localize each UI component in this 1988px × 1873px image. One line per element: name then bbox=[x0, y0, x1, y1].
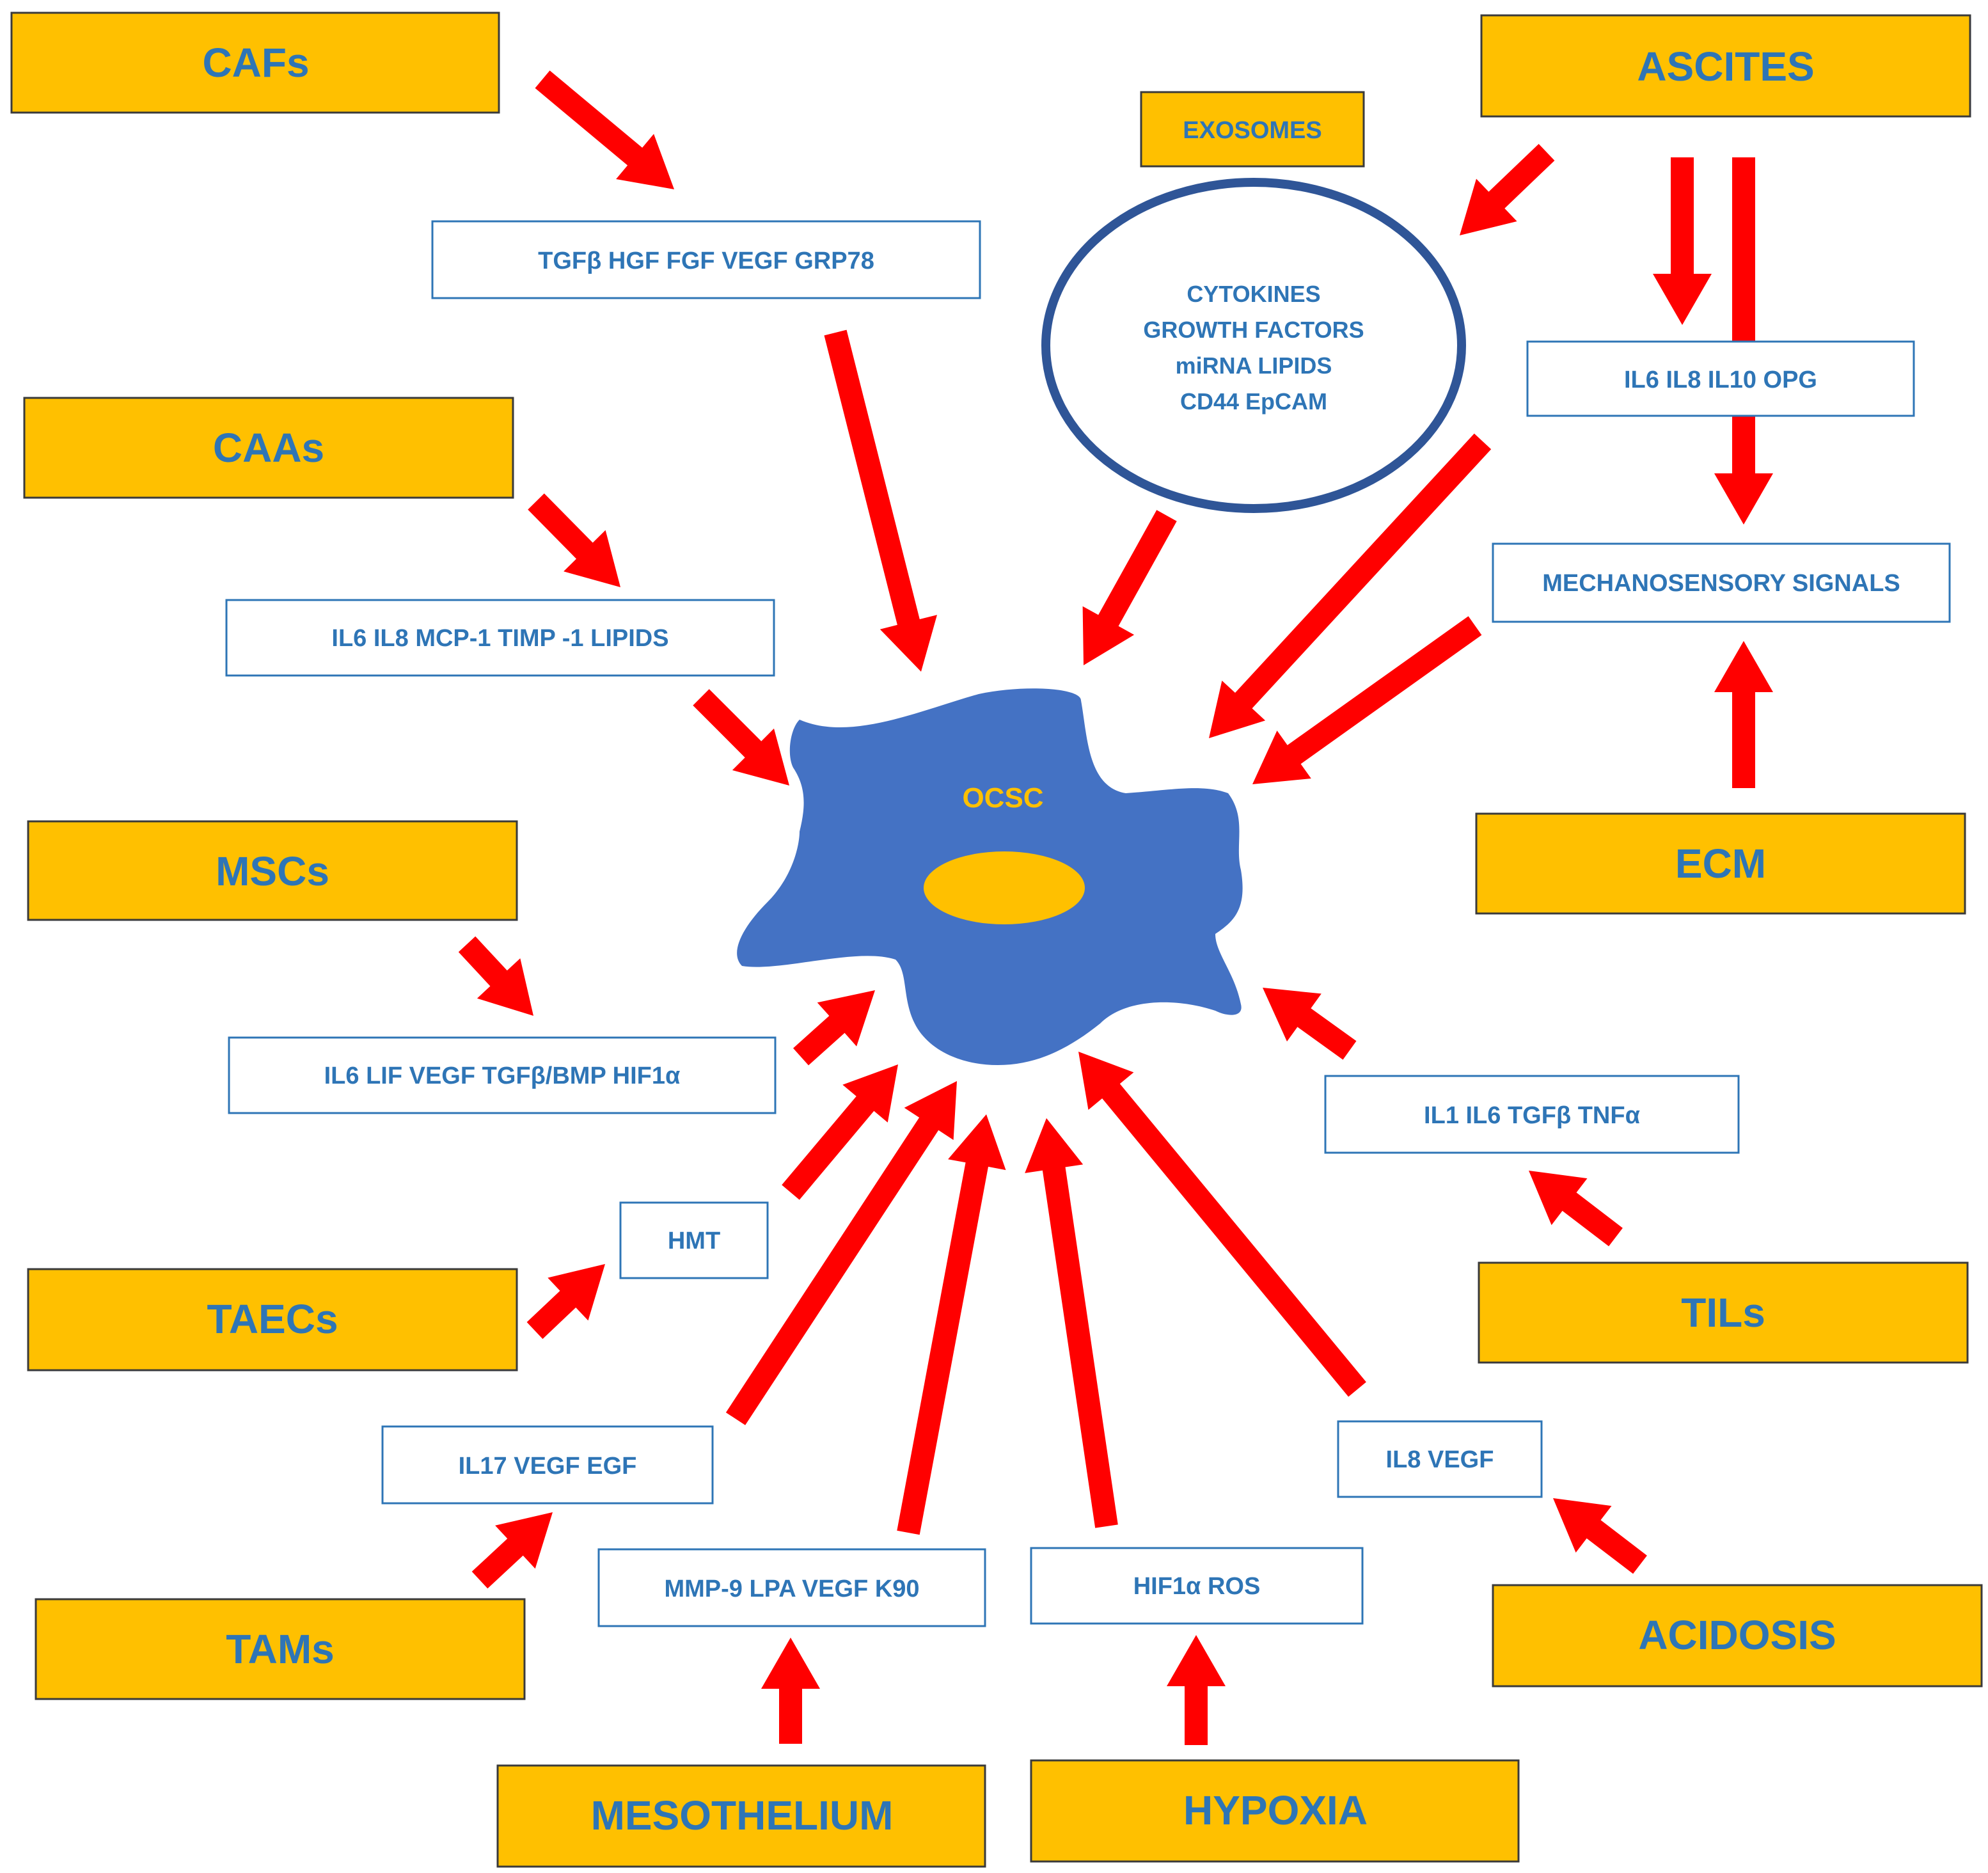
source-tams-label: TAMs bbox=[226, 1626, 334, 1672]
ocsc-cell: OCSC bbox=[737, 688, 1243, 1065]
arrow-acidosis-mediator-to-cell bbox=[1078, 1052, 1366, 1397]
source-cafs-label: CAFs bbox=[202, 40, 309, 86]
source-ascites: ASCITES bbox=[1480, 14, 1971, 118]
arrow-tams-mediator-to-cell bbox=[725, 1081, 957, 1425]
arrow-hypoxia-mediator-to-cell bbox=[1025, 1118, 1118, 1528]
mediator-hypoxia-label: HIF1α ROS bbox=[1133, 1573, 1261, 1600]
arrow-ascites-to-mediator bbox=[1653, 157, 1712, 325]
source-taecs: TAECs bbox=[27, 1268, 518, 1371]
arrow-tils-to-mediator bbox=[1529, 1171, 1623, 1247]
mediator-taecs: HMT bbox=[619, 1201, 769, 1279]
arrow-exosomes-to-cell-2 bbox=[1209, 433, 1492, 738]
arrow-caas-to-mediator bbox=[528, 493, 620, 587]
source-cafs: CAFs bbox=[10, 12, 500, 114]
mediator-cafs-label: TGFβ HGF FGF VEGF GRP78 bbox=[538, 248, 874, 274]
mediator-caas-label: IL6 IL8 MCP-1 TIMP -1 LIPIDS bbox=[331, 625, 668, 652]
mediator-mscs-label: IL6 LIF VEGF TGFβ/BMP HIF1α bbox=[324, 1063, 681, 1089]
arrow-tams-to-mediator bbox=[471, 1512, 553, 1589]
exosome-ring bbox=[1041, 178, 1466, 513]
ocsc-label: OCSC bbox=[962, 782, 1043, 814]
source-mscs-label: MSCs bbox=[216, 848, 329, 894]
mediator-ascites: IL6 IL8 IL10 OPG bbox=[1526, 340, 1915, 417]
arrow-tils-mediator-to-cell bbox=[1263, 988, 1357, 1060]
exosome-line-2: GROWTH FACTORS bbox=[1143, 317, 1364, 343]
arrow-ecm-to-signals bbox=[1714, 641, 1773, 788]
source-exosomes-label: EXOSOMES bbox=[1183, 117, 1322, 144]
mediator-mesothelium: MMP-9 LPA VEGF K90 bbox=[597, 1548, 986, 1627]
mediator-tams-label: IL17 VEGF EGF bbox=[459, 1453, 637, 1480]
arrow-layer bbox=[458, 70, 1773, 1745]
mediator-tams: IL17 VEGF EGF bbox=[381, 1425, 714, 1505]
mediator-ecm-label: MECHANOSENSORY SIGNALS bbox=[1542, 570, 1900, 597]
source-mscs: MSCs bbox=[27, 820, 518, 921]
arrow-mscs-to-mediator bbox=[458, 936, 533, 1016]
arrow-exosomes-to-cell-1 bbox=[1082, 510, 1177, 665]
arrow-caas-mediator-to-cell bbox=[693, 689, 789, 786]
mediator-acidosis: IL8 VEGF bbox=[1337, 1420, 1543, 1498]
exosome-line-1: CYTOKINES bbox=[1187, 281, 1320, 307]
mediator-cafs: TGFβ HGF FGF VEGF GRP78 bbox=[431, 220, 981, 299]
source-caas: CAAs bbox=[23, 397, 514, 499]
mediator-tils: IL1 IL6 TGFβ TNFα bbox=[1324, 1075, 1740, 1154]
source-mesothelium: MESOTHELIUM bbox=[496, 1764, 986, 1868]
mediator-ecm: MECHANOSENSORY SIGNALS bbox=[1492, 542, 1951, 623]
arrow-cafs-mediator-to-cell bbox=[824, 329, 937, 672]
mediator-mscs: IL6 LIF VEGF TGFβ/BMP HIF1α bbox=[228, 1036, 777, 1114]
mediator-acidosis-label: IL8 VEGF bbox=[1386, 1446, 1494, 1473]
arrow-taecs-to-mediator bbox=[526, 1264, 605, 1340]
source-ecm-label: ECM bbox=[1675, 841, 1766, 887]
arrow-hmt-to-cell bbox=[782, 1064, 898, 1200]
exosome-cargo: CYTOKINES GROWTH FACTORS miRNA LIPIDS CD… bbox=[1041, 178, 1466, 513]
source-ascites-label: ASCITES bbox=[1637, 43, 1814, 90]
mediator-caas: IL6 IL8 MCP-1 TIMP -1 LIPIDS bbox=[225, 599, 775, 677]
arrow-mesothelium-to-mediator bbox=[761, 1638, 820, 1744]
source-tils-label: TILs bbox=[1681, 1290, 1765, 1336]
source-hypoxia: HYPOXIA bbox=[1030, 1759, 1520, 1863]
source-ecm: ECM bbox=[1475, 812, 1966, 915]
mediator-tils-label: IL1 IL6 TGFβ TNFα bbox=[1424, 1102, 1640, 1129]
mediator-taecs-label: HMT bbox=[668, 1228, 720, 1254]
exosome-line-3: miRNA LIPIDS bbox=[1176, 352, 1332, 379]
source-hypoxia-label: HYPOXIA bbox=[1183, 1787, 1368, 1833]
cell-nucleus bbox=[924, 851, 1085, 924]
mediator-hypoxia: HIF1α ROS bbox=[1030, 1547, 1364, 1625]
mediator-mesothelium-label: MMP-9 LPA VEGF K90 bbox=[664, 1576, 919, 1602]
source-caas-label: CAAs bbox=[213, 425, 324, 471]
source-tams: TAMs bbox=[35, 1598, 526, 1700]
source-exosomes: EXOSOMES bbox=[1140, 91, 1365, 168]
exosome-line-4: CD44 EpCAM bbox=[1180, 388, 1327, 415]
source-taecs-label: TAECs bbox=[207, 1296, 338, 1342]
mediator-ascites-label: IL6 IL8 IL10 OPG bbox=[1624, 367, 1817, 393]
source-mesothelium-label: MESOTHELIUM bbox=[591, 1792, 894, 1838]
source-tils: TILs bbox=[1478, 1261, 1969, 1364]
source-acidosis: ACIDOSIS bbox=[1492, 1584, 1983, 1687]
arrow-mscs-mediator-to-cell bbox=[793, 990, 875, 1066]
source-acidosis-label: ACIDOSIS bbox=[1638, 1612, 1836, 1658]
arrow-hypoxia-to-mediator bbox=[1167, 1635, 1226, 1745]
arrow-ascites-to-exosomes bbox=[1460, 144, 1555, 235]
arrow-acidosis-to-mediator bbox=[1553, 1498, 1647, 1574]
arrow-mesothelium-med-to-cell bbox=[897, 1114, 1006, 1535]
arrow-ecm-signals-to-cell bbox=[1252, 616, 1482, 784]
arrow-cafs-to-mediator bbox=[535, 70, 674, 189]
